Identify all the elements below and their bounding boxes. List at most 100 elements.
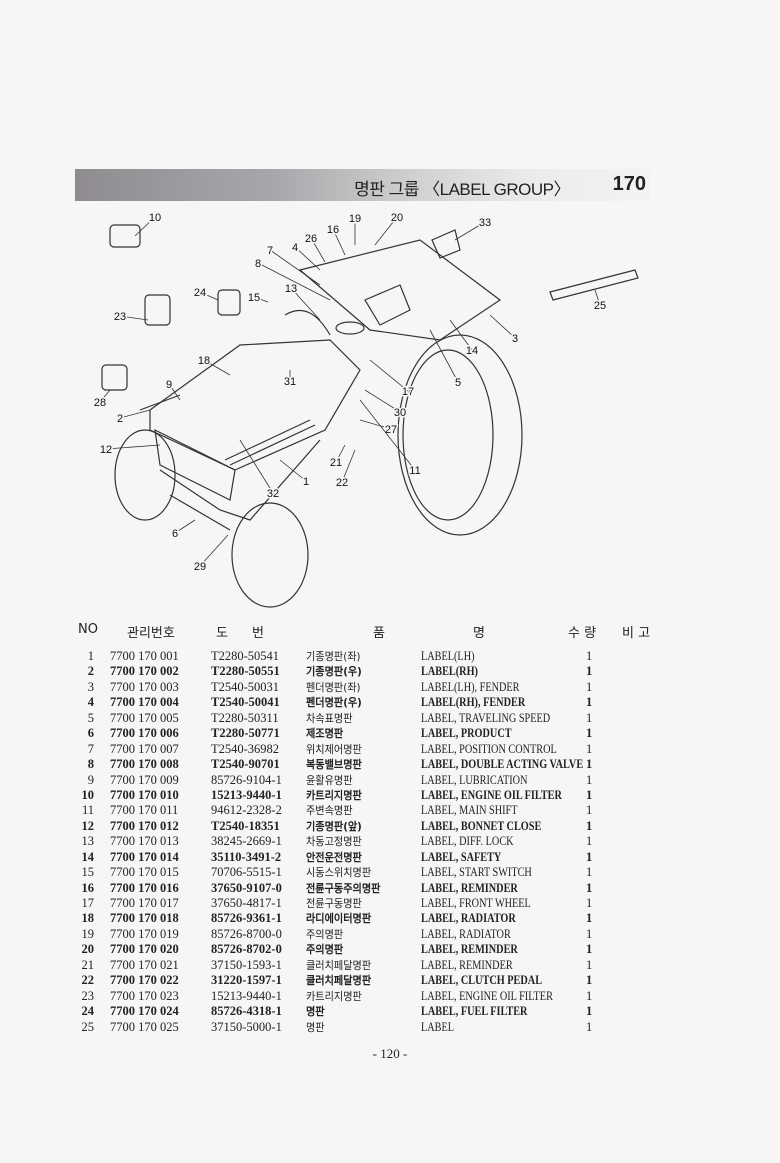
callout-leader-line [199,534,229,567]
row-quantity: 1 [586,664,593,679]
row-mgmt-number: 7700 170 006 [110,726,179,741]
lever [284,310,331,336]
callout-number: 27 [385,424,397,436]
row-quantity: 1 [586,942,593,957]
row-drawing-number: 85726-8700-0 [211,926,282,941]
row-mgmt-number: 7700 170 013 [110,834,179,849]
callout-leader-line [203,359,231,376]
callout-leader-line [239,439,274,494]
callout-number: 32 [267,488,279,500]
row-quantity: 1 [586,1004,593,1019]
callout-number: 14 [466,345,478,357]
row-no: 24 [81,1004,95,1019]
row-korean-name: 전륜구동명판 [306,897,362,910]
front-wheel [231,502,309,608]
row-english-name: LABEL, ENGINE OIL FILTER [421,787,562,802]
row-no: 11 [81,803,94,818]
front-wheel-left [114,429,176,521]
row-quantity: 1 [586,649,593,663]
callout-leader-line [119,315,149,321]
callout-leader-line [290,287,321,321]
row-english-name: LABEL(RH) [421,664,478,679]
callout-number: 17 [402,386,414,398]
col-header-drawing-b: 번 [252,626,264,641]
row-drawing-number: T2540-50041 [211,695,280,710]
row-quantity: 1 [586,926,593,941]
row-english-name: LABEL, ENGINE OIL FILTER [421,988,553,1003]
row-korean-name: 기종명판(좌) [306,650,361,663]
row-english-name: LABEL(LH) [421,649,475,663]
callout-number: 3 [512,333,518,345]
row-mgmt-number: 7700 170 014 [110,849,179,864]
callout-number: 6 [172,528,178,540]
page-number: - 120 - [372,1046,408,1061]
row-no: 13 [81,834,95,849]
col-header-name-b: 명 [473,626,485,641]
row-mgmt-number: 7700 170 023 [110,988,179,1003]
col-header-no: NO [78,622,98,637]
grille [154,428,236,501]
row-drawing-number: 85726-9104-1 [211,772,282,787]
row-korean-name: 윤활유명판 [306,773,353,787]
row-drawing-number: T2540-36982 [211,741,280,756]
row-korean-name: 시동스위치명판 [306,866,372,880]
row-quantity: 1 [586,695,593,710]
row-no: 20 [81,942,95,957]
row-no: 2 [87,664,94,679]
row-english-name: LABEL, FUEL FILTER [421,1004,528,1019]
row-english-name: LABEL(RH), FENDER [421,695,526,710]
row-korean-name: 차속표명판 [306,711,353,725]
row-korean-name: 클러치페달명판 [306,974,372,988]
row-no: 3 [87,679,94,694]
row-drawing-number: T2540-50031 [211,679,280,694]
row-quantity: 1 [586,787,593,802]
row-quantity: 1 [586,849,593,864]
row-mgmt-number: 7700 170 022 [110,973,179,988]
row-english-name: LABEL, CLUTCH PEDAL [421,973,543,988]
row-korean-name: 클러치페달명판 [306,958,372,972]
row-mgmt-number: 7700 170 021 [110,957,179,972]
row-mgmt-number: 7700 170 012 [110,818,179,833]
row-no: 23 [81,988,95,1003]
callout-number: 33 [479,217,491,229]
tractor-outline [101,224,639,608]
row-drawing-number: 85726-4318-1 [211,1004,282,1019]
row-english-name: LABEL, FRONT WHEEL [421,896,531,910]
group-number: 170 [612,173,646,195]
callout-leader-line [364,389,401,413]
row-mgmt-number: 7700 170 015 [110,865,179,880]
row-quantity: 1 [586,1019,593,1034]
row-no: 14 [81,849,95,864]
row-quantity: 1 [586,973,593,988]
row-drawing-number: 85726-9361-1 [211,911,282,926]
callout-leader-line [99,389,111,403]
row-quantity: 1 [586,772,593,787]
row-english-name: LABEL [421,1019,455,1034]
callout-number: 19 [349,213,361,225]
callout-number: 10 [149,212,161,224]
row-drawing-number: T2540-18351 [211,818,280,833]
callout-leader-line [594,289,601,306]
callout-number: 5 [455,377,461,389]
callout-number: 16 [327,224,339,236]
filter-23 [144,294,171,326]
row-korean-name: 주의명판 [306,927,344,941]
row-english-name: LABEL, REMINDER [421,957,513,972]
row-english-name: LABEL, PRODUCT [421,726,512,741]
row-korean-name: 위치제어명판 [306,742,362,756]
row-quantity: 1 [586,710,593,725]
row-quantity: 1 [586,679,593,694]
